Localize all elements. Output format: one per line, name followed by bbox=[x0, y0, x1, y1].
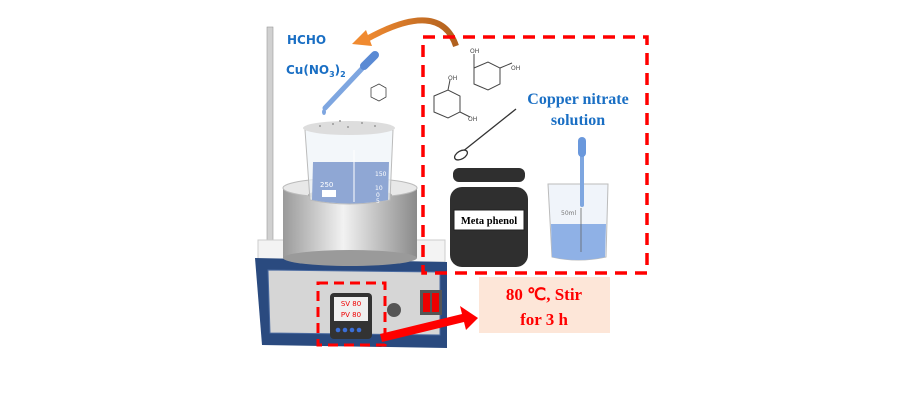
display-pv: PV 80 bbox=[341, 311, 361, 319]
solution-label-line2: solution bbox=[551, 112, 605, 129]
control-panel-dashed-box bbox=[316, 281, 387, 347]
beaker-volume-label: 250 bbox=[320, 181, 333, 189]
condition-arrow bbox=[380, 306, 478, 342]
reagent-copper-nitrate: Cu(NO3)2 bbox=[286, 63, 346, 79]
oh-label: OH bbox=[468, 116, 477, 123]
beaker-mark: 150 bbox=[375, 171, 387, 178]
oh-label: OH bbox=[511, 65, 520, 72]
small-beaker-volume: 50ml bbox=[561, 210, 576, 217]
hotplate-stirrer: SV 80 PV 80 bbox=[255, 239, 447, 348]
resorcinol-structure bbox=[433, 54, 513, 119]
oh-label: OH bbox=[448, 75, 457, 82]
reaction-beaker: 250 150 10 0 5 bbox=[303, 120, 395, 205]
beaker-mark: 0 bbox=[376, 192, 380, 199]
stir-knob bbox=[387, 303, 401, 317]
copper-nitrate-beaker: 50ml bbox=[547, 137, 609, 261]
reagent-hcho: HCHO bbox=[287, 33, 326, 47]
jar-label: Meta phenol bbox=[461, 216, 517, 227]
resorcinol-structure-small bbox=[370, 83, 387, 102]
spoon-icon bbox=[453, 108, 517, 161]
condition-line1: 80 ℃, Stir bbox=[506, 285, 583, 304]
curved-transfer-arrow bbox=[363, 17, 459, 48]
curved-arrow-head bbox=[352, 30, 372, 46]
meta-phenol-jar: Meta phenol bbox=[450, 168, 528, 267]
preparation-dashed-box bbox=[421, 35, 649, 275]
beaker-mark: 5 bbox=[376, 198, 380, 205]
condition-line2: for 3 h bbox=[520, 310, 568, 329]
beaker-mark: 10 bbox=[375, 185, 383, 192]
stand-rod bbox=[266, 26, 274, 248]
dropper-icon bbox=[322, 51, 379, 115]
display-sv: SV 80 bbox=[341, 300, 361, 308]
solution-label-line1: Copper nitrate bbox=[527, 91, 628, 108]
condition-box bbox=[479, 277, 610, 333]
oh-label: OH bbox=[470, 48, 479, 55]
